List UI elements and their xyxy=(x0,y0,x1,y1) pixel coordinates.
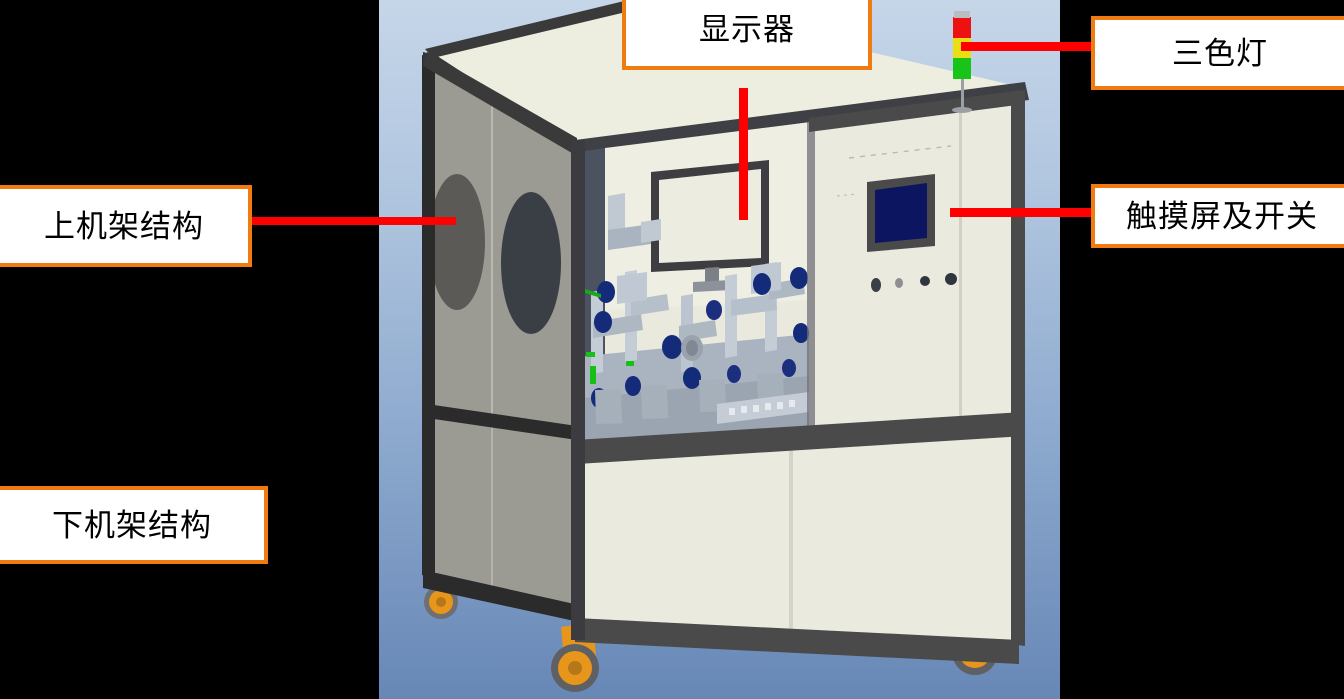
actuator-5 xyxy=(753,273,771,295)
frame-post-front-right xyxy=(1011,90,1025,646)
actuator-1 xyxy=(597,281,615,303)
callout-upper-frame: 上机架结构 xyxy=(0,185,252,267)
interior-duct xyxy=(608,193,661,250)
leader-line-display xyxy=(739,88,748,220)
callout-touch-panel: 触摸屏及开关 xyxy=(1091,184,1344,248)
tower-light-cap xyxy=(954,11,970,18)
actuator-11 xyxy=(727,365,741,383)
switch-4 xyxy=(945,273,957,285)
frame-rail-mid-left xyxy=(427,404,577,440)
left-side-panel-upper xyxy=(429,58,575,430)
actuator-2 xyxy=(594,311,612,333)
actuator-6 xyxy=(790,267,808,289)
callout-lower-frame: 下机架结构 xyxy=(0,486,268,564)
indicator-green-2 xyxy=(586,352,595,357)
callout-tower-light: 三色灯 xyxy=(1091,16,1344,90)
tower-light-green xyxy=(953,57,971,79)
indicator-green-1 xyxy=(590,366,596,384)
frame-rail-bottom-front xyxy=(575,618,1019,664)
frame-rail-top-front-right xyxy=(809,90,1025,132)
actuator-10 xyxy=(683,367,701,389)
front-vertical-divider xyxy=(807,121,815,444)
tower-light-red xyxy=(953,17,971,38)
lower-cabinet xyxy=(579,432,1019,644)
frame-edge-left-rear xyxy=(422,55,435,580)
switch-3 xyxy=(920,276,930,286)
switch-1 xyxy=(871,278,881,292)
actuator-7 xyxy=(793,323,809,343)
machine-body xyxy=(422,0,1029,664)
indicator-green-3 xyxy=(626,361,634,366)
touch-screen-assembly xyxy=(836,174,957,292)
frame-rail-mid-front xyxy=(575,412,1025,464)
leader-line-tower-light xyxy=(961,42,1095,51)
left-side-panel-lower xyxy=(429,412,575,610)
leader-line-upper-frame xyxy=(248,217,456,225)
actuator-4 xyxy=(706,300,722,320)
callout-touch-panel-label: 触摸屏及开关 xyxy=(1126,198,1318,234)
callout-tower-light-label: 三色灯 xyxy=(1172,35,1268,71)
frame-rail-bottom-left xyxy=(423,570,579,622)
callout-lower-frame-label: 下机架结构 xyxy=(52,507,212,543)
actuator-9 xyxy=(625,376,641,396)
actuator-3 xyxy=(662,335,682,359)
actuator-12 xyxy=(782,359,796,377)
leader-line-touch-panel xyxy=(950,208,1095,217)
callout-display: 显示器 xyxy=(622,0,872,70)
front-right-door-panel xyxy=(811,96,1015,440)
frame-post-front-left xyxy=(571,140,585,640)
indicator-green-4 xyxy=(582,288,601,298)
callout-display-label: 显示器 xyxy=(699,11,795,47)
switch-2 xyxy=(895,278,903,288)
callout-upper-frame-label: 上机架结构 xyxy=(44,208,204,244)
machine-3d-render xyxy=(379,0,1060,699)
